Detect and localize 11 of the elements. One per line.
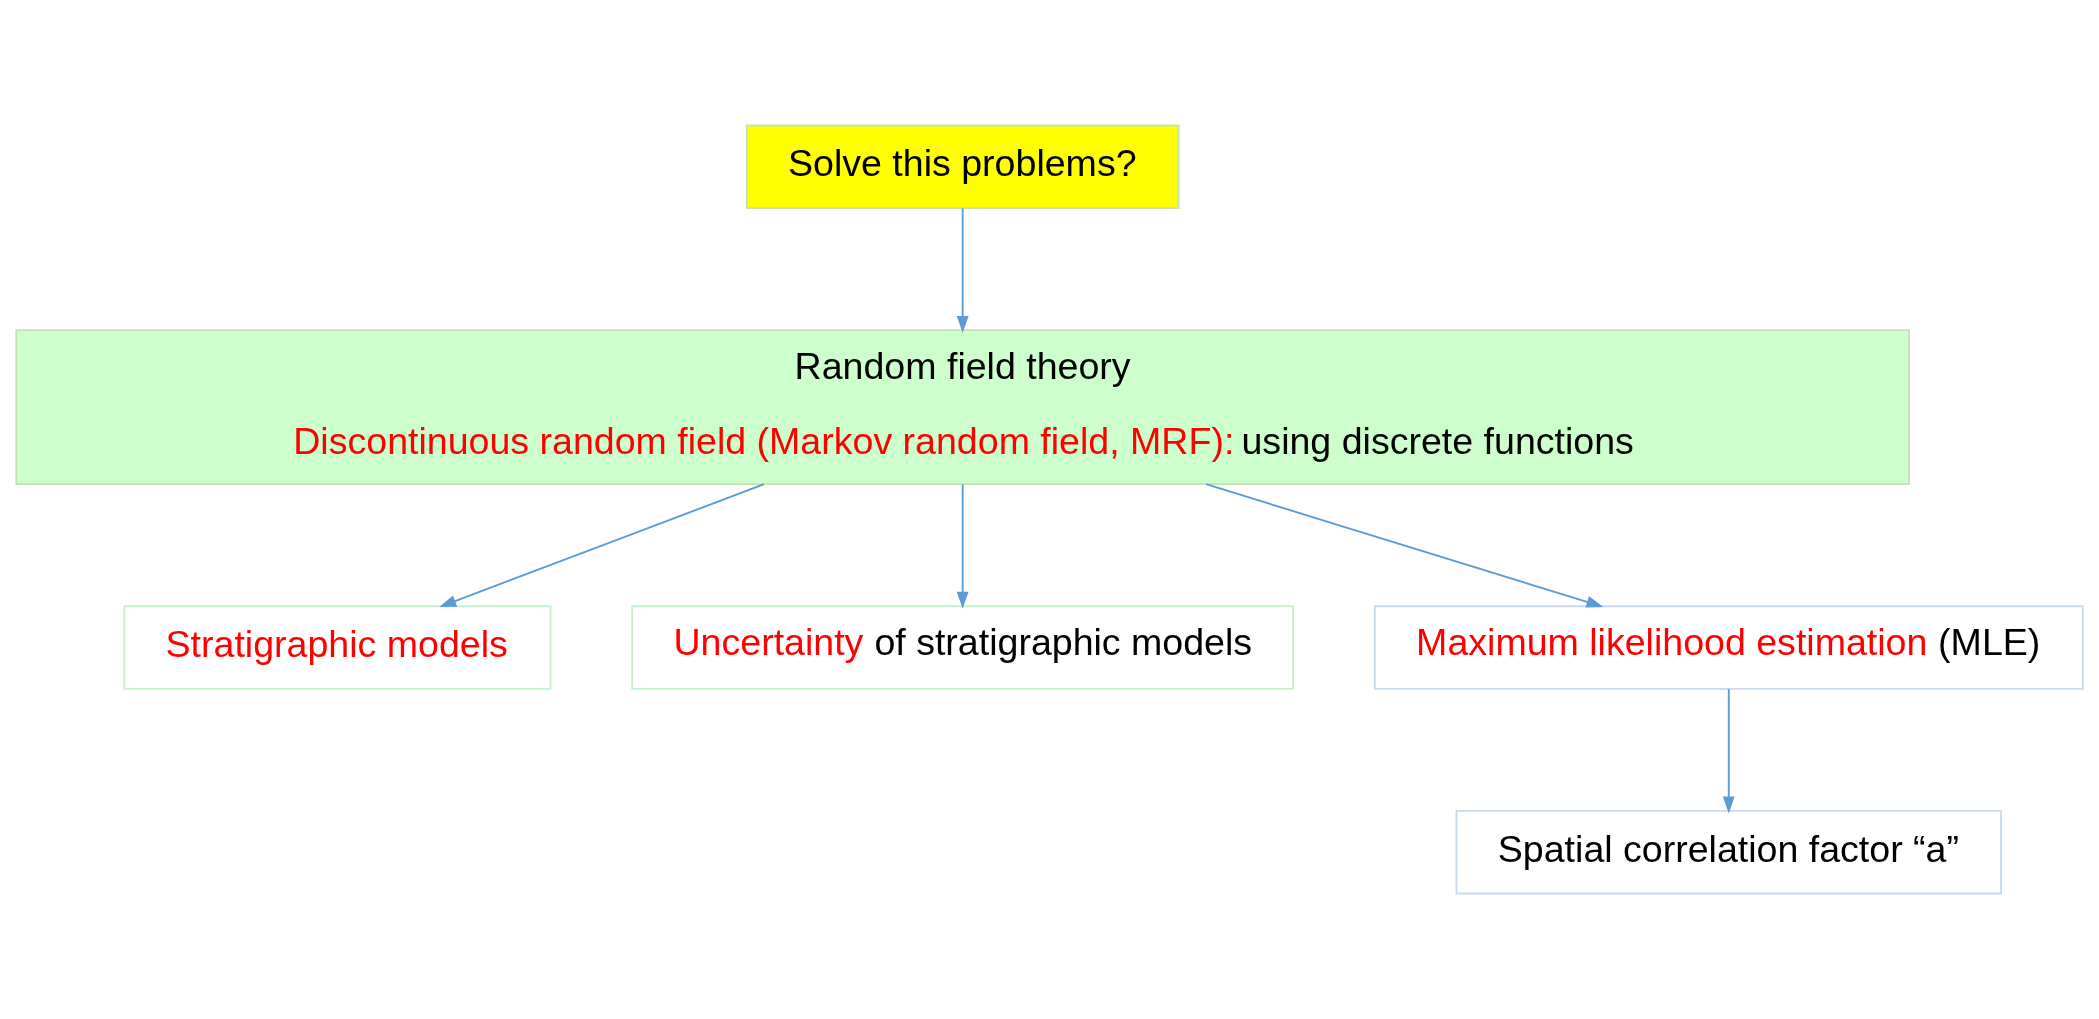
node-box: Uncertainty of stratigraphic models (631, 605, 1295, 690)
arrow (1205, 483, 1604, 608)
node-box: Random field theory Discontinuous random field (Markov random field, MRF): using discrete functions (15, 329, 1910, 486)
node-box: Maximum likelihood estimation (MLE) (1373, 605, 2084, 690)
arrow (1722, 688, 1735, 814)
node-box: Solve this problems? (745, 124, 1180, 210)
node-box: Spatial correlation factor “a” (1455, 809, 2002, 895)
arrow (956, 207, 969, 333)
node-box: Stratigraphic models (123, 605, 552, 690)
arrow (956, 483, 969, 609)
arrow (439, 483, 765, 608)
